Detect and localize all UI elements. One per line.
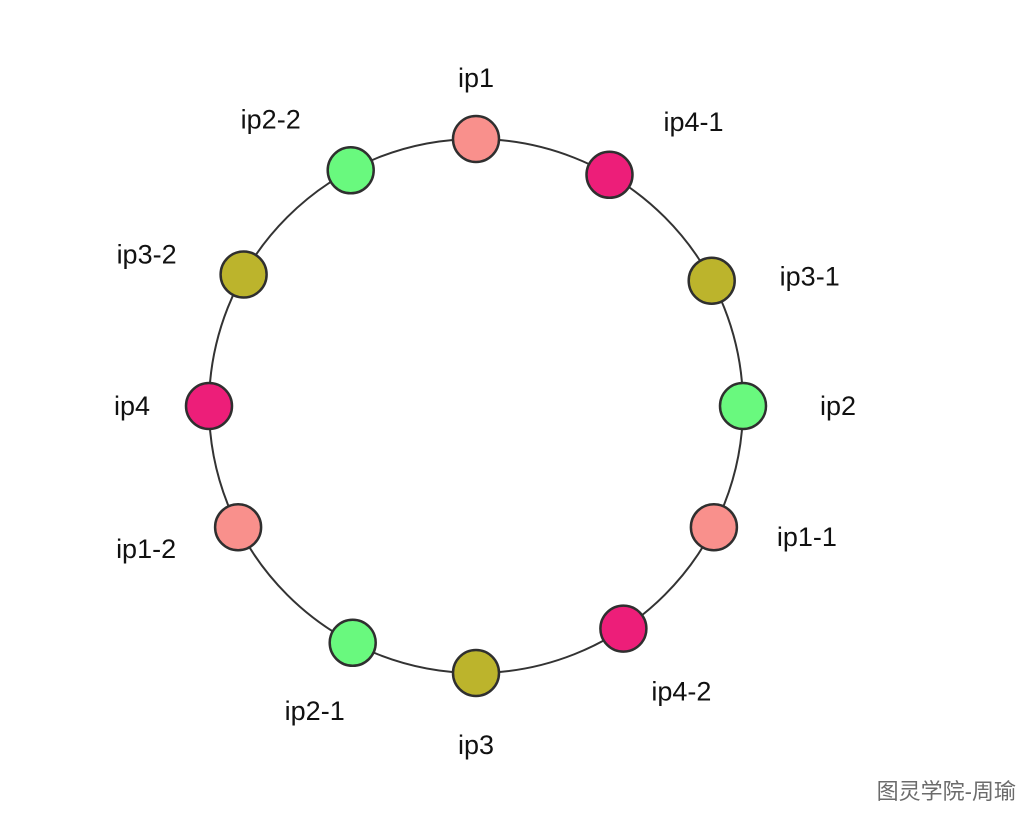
node-label-ip1: ip1 — [458, 63, 494, 93]
node-label-ip4-1: ip4-1 — [663, 107, 723, 137]
ring-node-ip1-1 — [689, 502, 739, 552]
ring-node-ip3 — [451, 648, 501, 698]
node-label-ip2-2: ip2-2 — [241, 104, 301, 134]
node-label-ip3-2: ip3-2 — [117, 240, 177, 270]
node-label-ip1-1: ip1-1 — [777, 522, 837, 552]
node-label-ip1-2: ip1-2 — [116, 534, 176, 564]
ring-node-ip2-1 — [328, 618, 377, 668]
ring-node-ip4-2 — [599, 604, 648, 653]
node-label-ip2: ip2 — [820, 391, 856, 421]
ring-node-ip2 — [718, 381, 768, 431]
ring-node-ip3-2 — [219, 250, 268, 299]
node-label-ip3-1: ip3-1 — [780, 262, 840, 292]
watermark: 图灵学院-周瑜 — [876, 779, 1016, 804]
ring-circle — [208, 138, 744, 674]
ring-node-ip1-2 — [213, 502, 263, 552]
ring-node-ip3-1 — [687, 256, 736, 305]
node-label-ip3: ip3 — [458, 730, 494, 760]
node-label-ip2-1: ip2-1 — [285, 696, 345, 726]
ring-node-ip1 — [451, 114, 501, 164]
ring-node-ip4-1 — [585, 150, 634, 200]
ring-node-ip2-2 — [326, 146, 375, 195]
node-label-ip4: ip4 — [114, 391, 150, 421]
node-label-ip4-2: ip4-2 — [651, 677, 711, 707]
ring-node-ip4 — [184, 381, 234, 431]
